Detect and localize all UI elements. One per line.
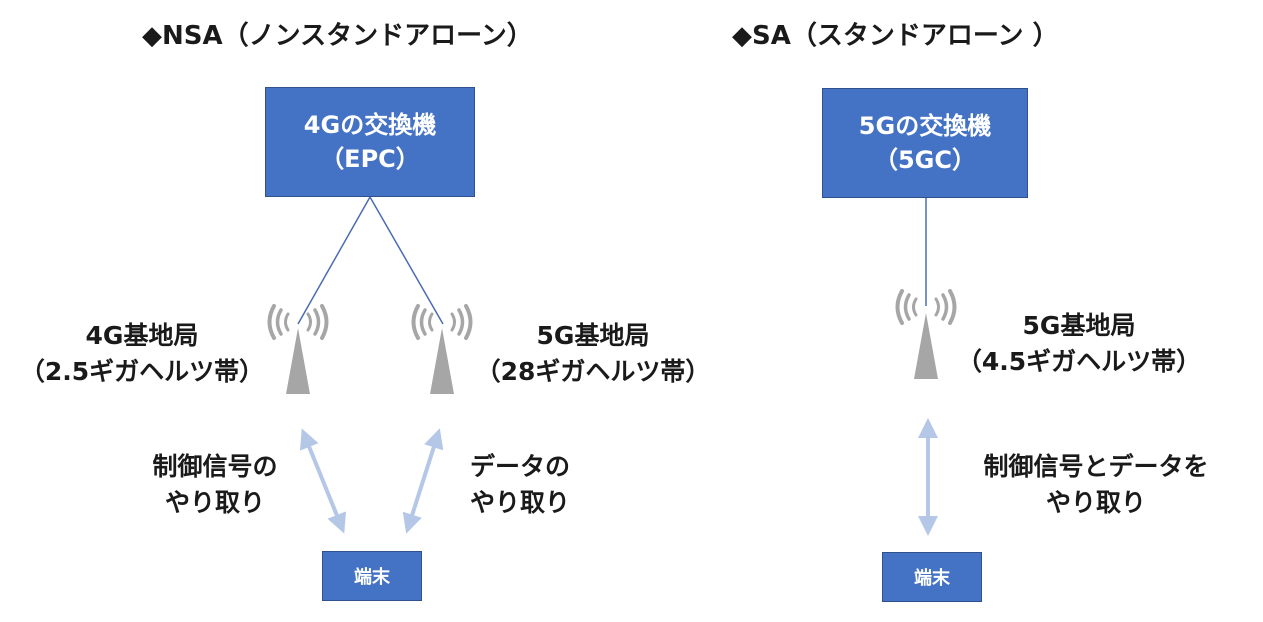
link-epc-5g-tower [369, 196, 444, 325]
nsa-terminal-box: 端末 [322, 551, 422, 601]
control-signal-label-line1: 制御信号の [152, 452, 278, 481]
nsa-5g-base-station-band: （28ギガヘルツ帯） [475, 357, 711, 386]
nsa-5g-base-station-name: 5G基地局 [536, 321, 650, 350]
sa-5g-base-station-label: 5G基地局 （4.5ギガヘルツ帯） [948, 308, 1210, 380]
control-signal-label: 制御信号の やり取り [130, 449, 300, 521]
sa-5g-base-station-band: （4.5ギガヘルツ帯） [956, 347, 1202, 376]
nsa-4g-base-station-name: 4G基地局 [85, 321, 199, 350]
antenna-tower-icon [411, 304, 473, 394]
antenna-tower-icon [895, 289, 957, 379]
control-and-data-label: 制御信号とデータを やり取り [950, 449, 1242, 521]
5gc-core-subtitle: （5GC） [873, 146, 976, 174]
5gc-core-title: 5Gの交換機 [858, 112, 992, 140]
double-arrow-icon [299, 428, 347, 534]
radio-wave-icon [267, 304, 329, 340]
data-exchange-label-line1: データの [469, 452, 570, 481]
data-exchange-label-line2: やり取り [469, 488, 570, 517]
nsa-title: ◆NSA（ノンスタンドアローン） [142, 21, 533, 51]
epc-core-title: 4Gの交換機 [303, 111, 437, 139]
epc-core-subtitle: （EPC） [320, 145, 420, 173]
antenna-tower-icon [267, 304, 329, 394]
sa-terminal-box: 端末 [882, 552, 982, 602]
control-signal-label-line2: やり取り [164, 488, 265, 517]
nsa-5g-base-station-label: 5G基地局 （28ギガヘルツ帯） [462, 318, 724, 390]
data-exchange-label: データの やり取り [450, 449, 590, 521]
control-and-data-label-line1: 制御信号とデータを [983, 452, 1209, 481]
control-and-data-label-line2: やり取り [1045, 488, 1146, 517]
nsa-4g-base-station-band: （2.5ギガヘルツ帯） [19, 357, 265, 386]
5gc-core-box: 5Gの交換機 （5GC） [822, 88, 1028, 198]
sa-5g-base-station-name: 5G基地局 [1022, 311, 1136, 340]
nsa-terminal-label: 端末 [354, 567, 390, 588]
link-epc-4g-tower [297, 196, 371, 325]
nsa-4g-base-station-label: 4G基地局 （2.5ギガヘルツ帯） [2, 318, 282, 390]
radio-wave-icon [895, 289, 957, 325]
sa-terminal-label: 端末 [914, 568, 950, 589]
sa-title: ◆SA（スタンドアローン ） [732, 21, 1059, 51]
epc-core-box: 4Gの交換機 （EPC） [265, 87, 475, 197]
double-arrow-icon [402, 428, 444, 534]
radio-wave-icon [411, 304, 473, 340]
